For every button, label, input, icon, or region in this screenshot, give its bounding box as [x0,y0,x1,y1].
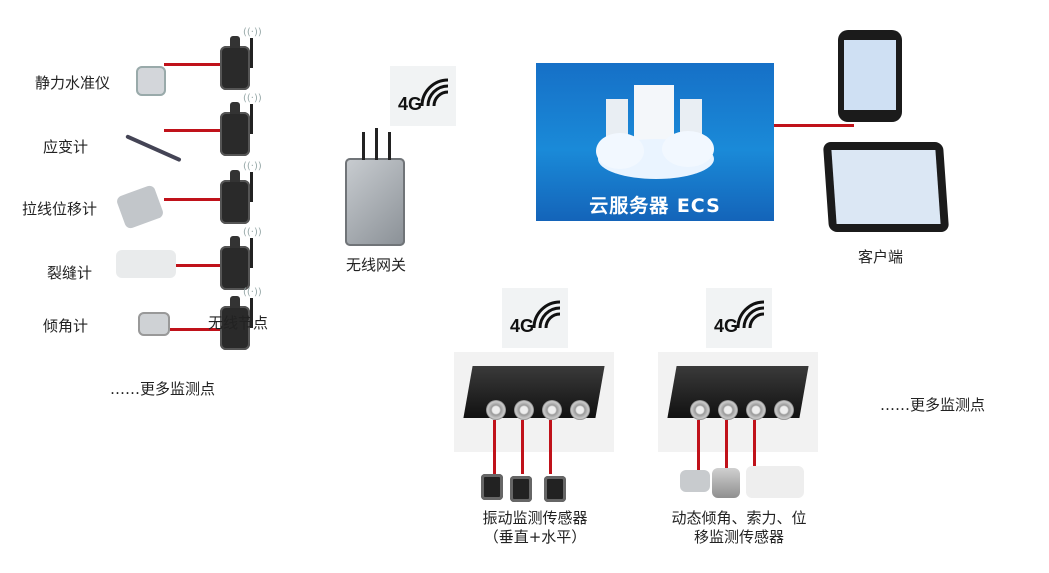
4g-text: 4G [510,316,535,336]
cloud-server-panel: 云服务器 ECS [536,63,774,221]
antenna-icon [250,238,253,268]
vibration-sensor-image [510,476,532,502]
bnc-port [486,400,506,420]
sensor-column: 静力水准仪 应变计 拉线位移计 裂缝计 倾角计 ((·)) ((·)) ((·)… [0,0,300,400]
antenna-icon [250,298,253,328]
device2-caption-line1: 动态倾角、索力、位 [671,509,807,527]
strain-gauge-image [125,134,182,163]
link-line [697,420,700,470]
4g-text: 4G [398,94,423,114]
sensor-label-inclinometer: 倾角计 [43,317,89,335]
link-line [549,420,552,474]
signal-icon: ((·)) [243,161,262,172]
4g-badge: 4G [390,66,456,126]
cloud-server-label: 云服务器 ECS [589,195,721,217]
4g-badge: 4G [706,288,772,348]
static-level-sensor-image [136,66,166,96]
antenna-icon [362,132,365,160]
tablet-image [822,142,950,232]
wireless-node [220,170,250,224]
bnc-port [514,400,534,420]
sensor-label-strain-gauge: 应变计 [43,138,89,156]
device1-caption-line1: 振动监测传感器 [482,509,588,527]
link-line [164,129,220,132]
inclinometer-image [138,312,170,336]
device1-caption: 振动监测传感器 （垂直+水平） [470,509,600,547]
wireless-gateway-image [345,158,405,246]
signal-icon: ((·)) [243,27,262,38]
wireless-node [220,36,250,90]
link-line [521,420,524,474]
link-line [164,63,220,66]
4g-text: 4G [714,316,739,336]
device1-caption-line2: （垂直+水平） [483,528,587,546]
sensor-label-static-level: 静力水准仪 [35,74,111,92]
signal-icon: ((·)) [243,287,262,298]
device2-caption-line2: 移监测传感器 [693,528,784,546]
antenna-icon [250,38,253,68]
link-line [170,328,220,331]
bnc-port [746,400,766,420]
bnc-port [570,400,590,420]
signal-waves-icon [736,300,765,329]
link-line [176,264,220,267]
bnc-port [774,400,794,420]
vibration-sensor-image [481,474,503,500]
inclination-sensor-image [680,470,710,492]
gateway-label: 无线网关 [346,256,407,274]
crack-meter-image [116,250,176,278]
draw-wire-sensor-image [115,184,165,230]
wireless-node [220,236,250,290]
link-line [774,124,854,127]
signal-icon: ((·)) [243,93,262,104]
more-monitoring-points-left: ……更多监测点 [110,380,216,398]
acquisition-device-1 [454,352,614,452]
signal-waves-icon [420,78,449,107]
wireless-node [220,102,250,156]
signal-icon: ((·)) [243,227,262,238]
wireless-node [220,296,250,350]
sensor-label-crack-meter: 裂缝计 [47,264,93,282]
antenna-icon [250,104,253,134]
client-label: 客户端 [858,248,904,266]
cable-force-sensor-image [712,468,740,498]
wireless-node-label: 无线节点 [208,314,269,332]
cloud-server-icon [596,85,714,179]
acquisition-device-2 [658,352,818,452]
antenna-icon [250,172,253,202]
more-monitoring-points-right: ……更多监测点 [880,396,986,414]
smartphone-image [838,30,902,122]
link-line [725,420,728,470]
link-line [753,420,756,470]
link-line [493,420,496,474]
sensor-label-draw-wire: 拉线位移计 [22,200,98,218]
antenna-icon [388,132,391,160]
signal-waves-icon [532,300,561,329]
bnc-port [690,400,710,420]
antenna-icon [375,128,378,160]
device2-caption: 动态倾角、索力、位 移监测传感器 [664,509,814,547]
bnc-port [542,400,562,420]
displacement-sensor-image [746,466,804,498]
4g-badge: 4G [502,288,568,348]
vibration-sensor-image [544,476,566,502]
link-line [164,198,220,201]
bnc-port [718,400,738,420]
